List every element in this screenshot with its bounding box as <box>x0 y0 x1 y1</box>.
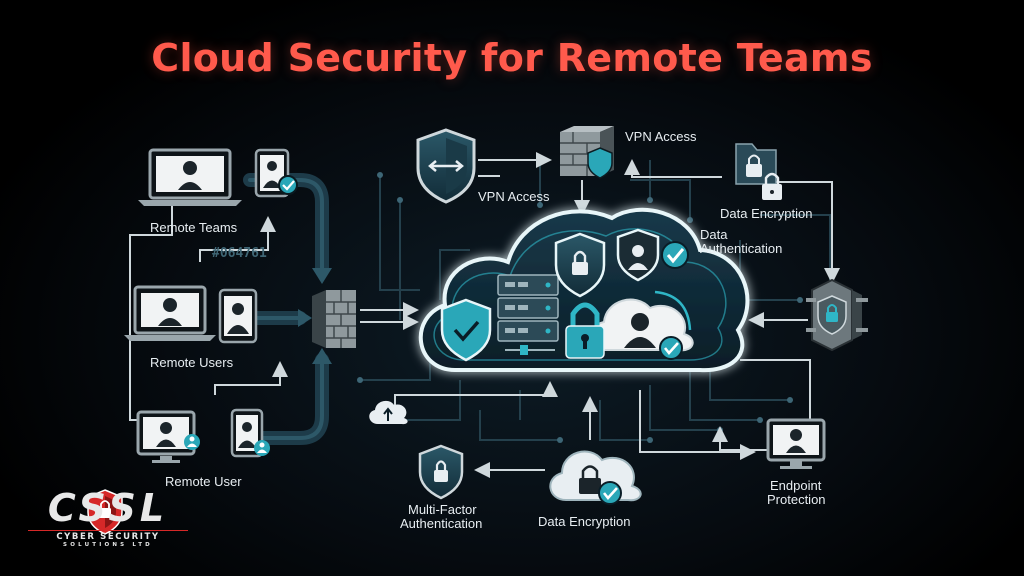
encryption-cloud-icon <box>549 450 642 502</box>
remote-users-label: Remote Users <box>150 355 234 370</box>
endpoint-label-line2: Protection <box>767 492 826 507</box>
encryption-check-badge-icon <box>598 481 622 505</box>
authentication-shield-icon <box>616 228 660 282</box>
device-pipes <box>243 173 329 445</box>
mfa-shield-icon <box>418 444 464 500</box>
remote-user-phone-badge-icon <box>254 440 270 456</box>
remote-user-badge-icon <box>184 434 200 450</box>
company-logo: CSSL CYBER SECURITY SOLUTIONS LTD <box>28 486 188 550</box>
cloud-user-check-badge-icon <box>659 336 683 360</box>
cloud-arc <box>654 290 692 331</box>
cloud-padlock-icon <box>565 302 605 359</box>
endpoint-monitor-icon <box>766 418 826 469</box>
remote-user-monitor-icon <box>136 410 196 463</box>
data-encryption-top-label: Data Encryption <box>720 206 813 221</box>
vpn-shield-icon <box>416 128 476 204</box>
firewall-icon <box>312 290 356 348</box>
pipe-arrow-up <box>312 348 332 364</box>
mfa-label-line1: Multi-Factor <box>408 502 477 517</box>
data-authentication-label-line2: Authentication <box>700 241 783 256</box>
cloud-check-shield-icon <box>440 298 492 362</box>
mfa-label-line2: Authentication <box>400 516 483 531</box>
cloud-lock-shield-icon <box>554 232 606 298</box>
logo-line2: SOLUTIONS LTD <box>63 542 153 548</box>
vpn-access-top-label: VPN Access <box>625 129 697 144</box>
endpoint-label-line1: Endpoint <box>770 478 822 493</box>
vpn-access-mid-label: VPN Access <box>478 189 550 204</box>
pipe-arrow-right <box>298 309 312 327</box>
hex-code-label: #064761 <box>212 246 267 261</box>
logo-mark: CSSL <box>47 486 169 530</box>
logo-line1: CYBER SECURITY <box>28 530 188 542</box>
pipe-arrow-down <box>312 268 332 284</box>
remote-user-phone-icon <box>230 408 264 458</box>
device-pipes-highlight <box>248 178 324 440</box>
logo-emblem-icon <box>87 489 123 535</box>
data-encryption-bottom-label: Data Encryption <box>538 514 631 529</box>
encryption-folder-icon <box>735 143 782 200</box>
remote-teams-label: Remote Teams <box>150 220 238 235</box>
page-title: Cloud Security for Remote Teams <box>151 36 873 80</box>
server-rack-icon <box>497 274 559 355</box>
data-authentication-label-line1: Data <box>700 227 728 242</box>
cloud-upload-icon <box>369 400 408 425</box>
remote-teams-laptop-icon <box>138 148 242 206</box>
authentication-check-badge-icon <box>661 241 689 269</box>
remote-users-laptop-icon <box>124 285 216 341</box>
remote-teams-check-badge-icon <box>278 175 298 195</box>
remote-users-phone-icon <box>218 288 258 344</box>
remote-user-label: Remote User <box>165 474 242 489</box>
right-security-gateway-icon <box>806 278 868 352</box>
top-firewall-icon <box>560 126 614 179</box>
